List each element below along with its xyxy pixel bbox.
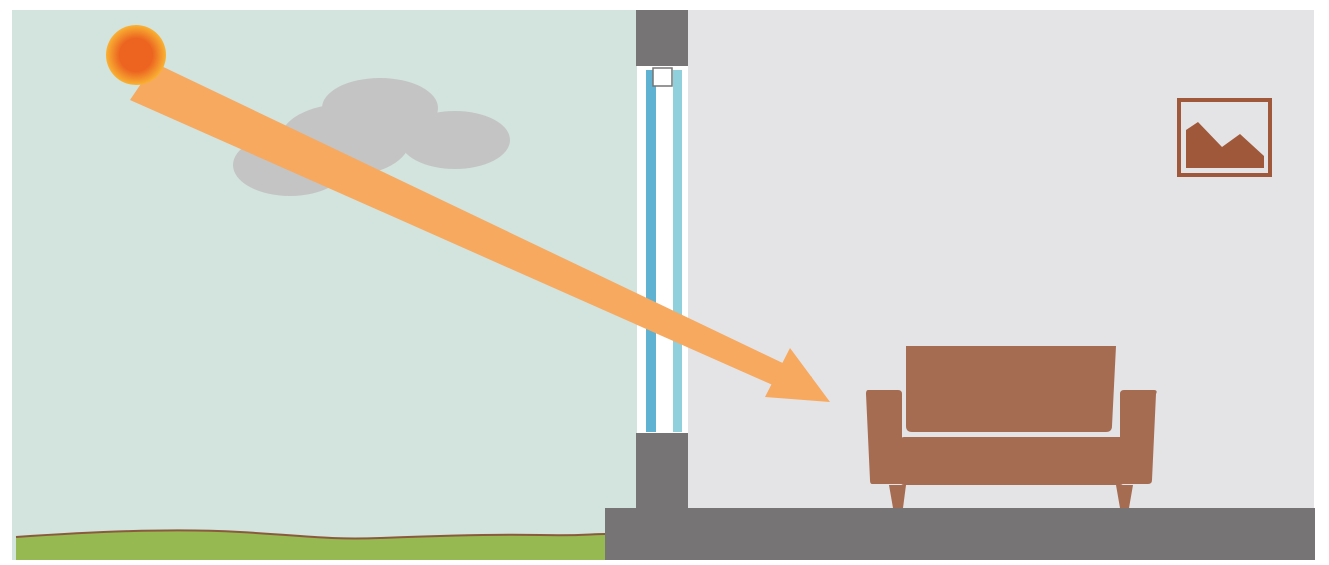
sofa-right-leg — [1116, 485, 1133, 508]
picture-frame-border — [1177, 98, 1272, 177]
sofa-seat — [900, 437, 1124, 485]
floor — [605, 508, 1315, 560]
sofa-right-armrest — [1120, 390, 1157, 484]
indoor-section — [605, 10, 1315, 560]
window-pane-outer — [646, 70, 656, 432]
outdoor-section — [12, 10, 637, 560]
window-pane-inner — [673, 70, 682, 432]
sky — [12, 10, 637, 560]
grass-strip — [16, 530, 605, 560]
cloud-puff-right — [400, 111, 510, 169]
sofa — [866, 346, 1157, 508]
wall-lower — [636, 433, 688, 560]
indoor-wall — [688, 10, 1314, 510]
sunbeam-shaft — [130, 63, 812, 398]
sofa-backrest — [906, 346, 1116, 432]
sun-disc — [106, 25, 166, 85]
wall-upper — [636, 10, 688, 66]
picture-frame — [1177, 98, 1272, 177]
sunbeam-arrowhead — [765, 348, 830, 402]
sunbeam — [130, 63, 830, 402]
ground-line — [15, 529, 606, 540]
mountain-picture-icon — [1186, 122, 1264, 168]
window — [637, 66, 687, 433]
wall-section — [636, 10, 688, 560]
sofa-left-leg — [889, 485, 906, 508]
sun-icon — [106, 25, 166, 85]
ground — [15, 529, 606, 560]
window-latch — [652, 67, 673, 87]
sofa-left-armrest — [866, 390, 902, 484]
